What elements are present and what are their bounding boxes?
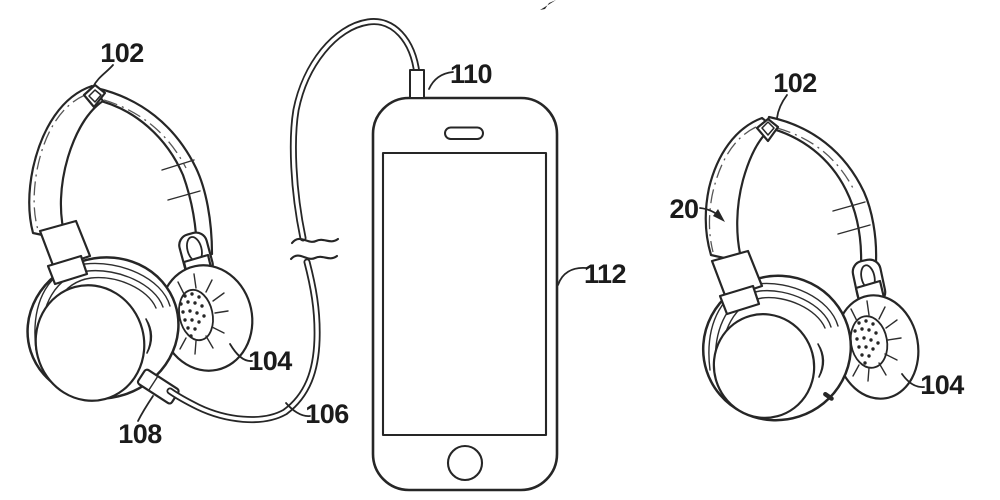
label-cable-connector: 108 bbox=[118, 419, 162, 449]
headband-hinge-lower bbox=[46, 254, 89, 286]
left-ear-cushion-face bbox=[712, 313, 816, 419]
ear-pad-radial-lines bbox=[177, 273, 229, 355]
label-headband-left: 102 bbox=[100, 38, 144, 68]
smartphone-drawing bbox=[371, 96, 559, 492]
cable-plug bbox=[409, 69, 425, 99]
leader-112 bbox=[557, 267, 587, 286]
leader-104-right bbox=[901, 373, 925, 388]
headband-right-strap bbox=[764, 115, 878, 268]
leader-102-left bbox=[92, 64, 114, 88]
cup-port-slot bbox=[823, 391, 834, 401]
label-wireless-headphones: 20 bbox=[669, 194, 698, 224]
figure-reference-arrowhead bbox=[540, 0, 556, 10]
label-ear-cushion-right: 104 bbox=[920, 370, 964, 400]
audio-cable-drawing bbox=[166, 18, 425, 424]
label-cable-plug: 110 bbox=[450, 59, 492, 89]
speaker-grille-dots bbox=[179, 292, 206, 338]
headband-detail-line bbox=[776, 127, 856, 193]
reference-numerals: 102 110 112 104 106 108 102 20 104 bbox=[100, 38, 965, 449]
wireless-headphones-drawing bbox=[701, 115, 920, 422]
headband-left-strap bbox=[28, 84, 105, 242]
ear-pad-radial-lines bbox=[850, 300, 902, 382]
headband-slider-lines bbox=[161, 159, 201, 201]
leader-108 bbox=[137, 395, 154, 422]
label-headband-right: 102 bbox=[773, 68, 817, 98]
phone-screen bbox=[381, 151, 548, 437]
headband-left-strap bbox=[704, 116, 775, 264]
cup-gap-sliver bbox=[817, 343, 825, 378]
label-cable: 106 bbox=[305, 399, 349, 429]
label-smartphone: 112 bbox=[584, 259, 626, 289]
leader-102-right bbox=[776, 94, 788, 119]
cable-break-symbol bbox=[289, 237, 340, 261]
phone-speaker-slot bbox=[444, 126, 484, 140]
leader-104-left bbox=[229, 343, 253, 362]
headband-detail-line bbox=[33, 94, 86, 231]
leader-110 bbox=[428, 71, 454, 90]
arrowhead-20 bbox=[713, 209, 725, 222]
headband-hinge-lower bbox=[718, 284, 761, 316]
headband-slider-lines bbox=[832, 201, 871, 235]
headband-junction-notch bbox=[761, 121, 775, 136]
headband-detail-line bbox=[708, 126, 757, 253]
phone-home-button bbox=[446, 444, 484, 482]
cup-gap-sliver bbox=[145, 318, 153, 354]
headband-detail-line bbox=[103, 99, 187, 169]
headband-junction-notch bbox=[88, 89, 102, 103]
label-ear-cushion-left: 104 bbox=[248, 346, 292, 376]
speaker-grille-dots bbox=[853, 319, 880, 365]
leader-lines bbox=[92, 0, 925, 422]
leader-106 bbox=[285, 402, 311, 417]
wired-headphones-drawing bbox=[26, 83, 254, 405]
left-ear-cushion-face bbox=[34, 284, 146, 402]
